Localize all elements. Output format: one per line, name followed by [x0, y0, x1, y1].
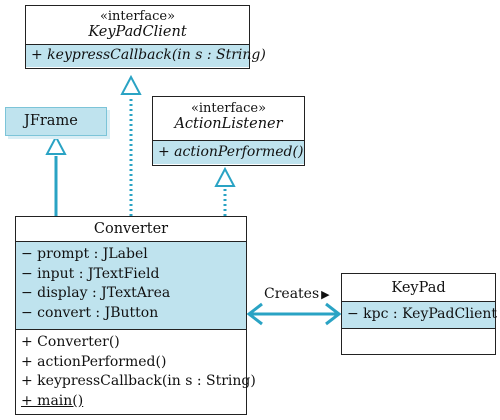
realization-keypadclient-arrowhead	[120, 74, 142, 95]
keypad-client-op: + keypressCallback(in s : String)	[31, 47, 266, 63]
association-arrowhead-right	[325, 302, 342, 326]
keypad-client-header: «interface» KeyPadClient	[26, 6, 249, 44]
converter-attr: − input : JTextField	[21, 265, 160, 282]
action-listener-op: + actionPerformed()	[158, 144, 304, 160]
action-listener-header: «interface» ActionListener	[153, 97, 304, 140]
jframe-name: JFrame	[24, 113, 78, 129]
converter-op-static: + main()	[21, 392, 84, 409]
converter-attributes: − prompt : JLabel − input : JTextField −…	[16, 241, 246, 329]
keypad-client-interface: «interface» KeyPadClient + keypressCallb…	[25, 5, 266, 69]
converter-name: Converter	[93, 221, 169, 237]
action-listener-interface: «interface» ActionListener + actionPerfo…	[152, 96, 305, 166]
converter-attr: − prompt : JLabel	[21, 246, 148, 262]
keypad-client-stereotype: «interface»	[99, 9, 176, 24]
converter-operations: + Converter() + actionPerformed() + keyp…	[16, 329, 256, 413]
keypad-attributes: − kpc : KeyPadClient	[342, 301, 498, 328]
action-listener-name: ActionListener	[174, 116, 283, 132]
converter-attr: − display : JTextArea	[21, 285, 171, 301]
keypad-attr: − kpc : KeyPadClient	[347, 306, 498, 322]
converter-op: + keypressCallback(in s : String)	[21, 373, 256, 389]
association-arrowhead-left	[246, 302, 263, 326]
action-listener-operations: + actionPerformed()	[153, 140, 304, 164]
keypad-class: KeyPad − kpc : KeyPadClient	[341, 273, 498, 355]
keypad-name: KeyPad	[391, 280, 446, 296]
keypad-operations	[342, 328, 495, 353]
converter-class: Converter − prompt : JLabel − input : JT…	[15, 216, 256, 415]
action-listener-stereotype: «interface»	[190, 101, 267, 116]
direction-arrow-icon: ▶	[321, 288, 330, 301]
realization-actionlistener-arrowhead	[214, 166, 236, 187]
converter-attr: − convert : JButton	[21, 304, 159, 321]
jframe-class: JFrame	[5, 107, 107, 136]
creates-label: Creates▶	[264, 286, 330, 303]
converter-header: Converter	[16, 217, 246, 241]
generalization-arrowhead	[45, 134, 67, 155]
converter-op: + Converter()	[21, 334, 120, 350]
converter-op: + actionPerformed()	[21, 353, 167, 370]
keypad-client-operations: + keypressCallback(in s : String)	[26, 44, 266, 67]
keypad-header: KeyPad	[342, 274, 495, 301]
keypad-client-name: KeyPadClient	[88, 24, 187, 40]
creates-label-text: Creates	[264, 286, 320, 302]
